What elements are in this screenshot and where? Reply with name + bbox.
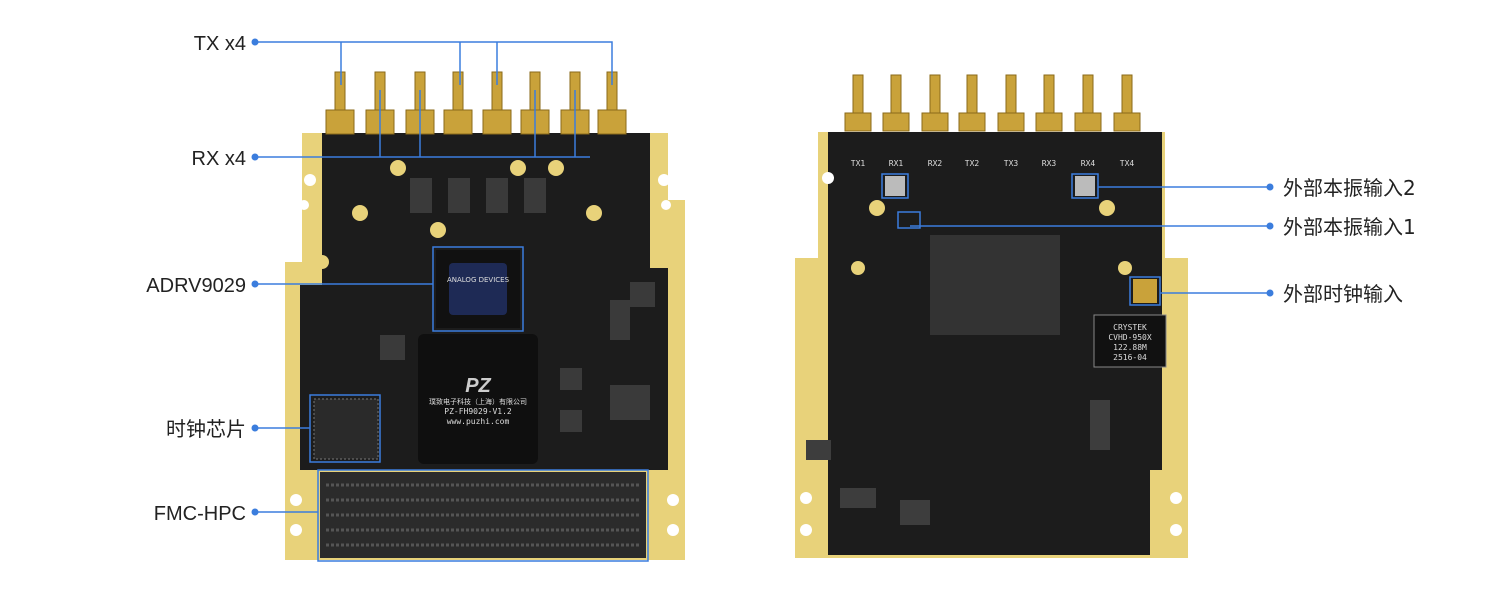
port-label: TX2: [965, 159, 980, 168]
ufl-connector-lo1: [885, 176, 905, 196]
osc-marking: 122.88M: [1113, 343, 1147, 352]
osc-marking: CRYSTEK: [1113, 323, 1147, 332]
mounting-holes: [290, 174, 679, 536]
puzhi-logo: PZ: [465, 375, 491, 397]
adrv9029-die: [449, 263, 507, 315]
gold-pads: [315, 160, 602, 269]
callout-dots: [251, 38, 1274, 516]
callout-adrv9029: ADRV9029: [146, 275, 246, 297]
gold-pads: [851, 200, 1132, 275]
osc-marking: 2516-04: [1113, 353, 1147, 362]
sma-connectors-back: [844, 74, 1141, 132]
callout-tx: TX x4: [194, 33, 246, 55]
osc-marking: CVHD-950X: [1108, 333, 1152, 342]
sma-connectors-front: [325, 71, 627, 135]
ufl-connector-clock: [1133, 279, 1157, 303]
callout-clock-chip: 时钟芯片: [166, 417, 246, 441]
port-label: RX1: [889, 159, 904, 168]
callout-lines: [255, 41, 1270, 562]
back-components: [806, 235, 1110, 525]
model-silkscreen: PZ-FH9029-V1.2: [444, 407, 512, 416]
board-front: ANALOG DEVICES PZ 璞致电子科技（上海）有限公司 PZ-FH90…: [285, 71, 685, 560]
fmc-pins: [326, 483, 640, 547]
callout-lo-input-2: 外部本振输入2: [1283, 176, 1416, 200]
board-back: TX1 RX1 RX2 TX2 TX3 RX3 RX4 TX4 CRYSTEK …: [795, 74, 1188, 558]
website-silkscreen: www.puzhi.com: [447, 417, 510, 426]
power-module: [418, 334, 538, 464]
mounting-holes: [800, 172, 1184, 536]
components: [380, 178, 655, 432]
port-label: RX4: [1081, 159, 1096, 168]
port-labels: TX1 RX1 RX2 TX2 TX3 RX3 RX4 TX4: [851, 159, 1135, 168]
callout-ext-clock-input: 外部时钟输入: [1283, 282, 1403, 306]
port-label: RX2: [928, 159, 943, 168]
port-label: TX4: [1120, 159, 1135, 168]
ufl-connector-lo2: [1075, 176, 1095, 196]
pcb-body: [828, 132, 1162, 555]
chip-marking: ANALOG DEVICES: [447, 276, 510, 284]
company-silkscreen: 璞致电子科技（上海）有限公司: [429, 397, 527, 406]
port-label: TX1: [851, 159, 866, 168]
crystek-oscillator: [1093, 314, 1167, 368]
callout-rx: RX x4: [192, 148, 246, 170]
clock-chip: [313, 398, 379, 460]
callout-fmc-hpc: FMC-HPC: [154, 503, 246, 525]
callout-lo-input-1: 外部本振输入1: [1283, 215, 1416, 239]
port-label: TX3: [1004, 159, 1019, 168]
port-label: RX3: [1042, 159, 1057, 168]
